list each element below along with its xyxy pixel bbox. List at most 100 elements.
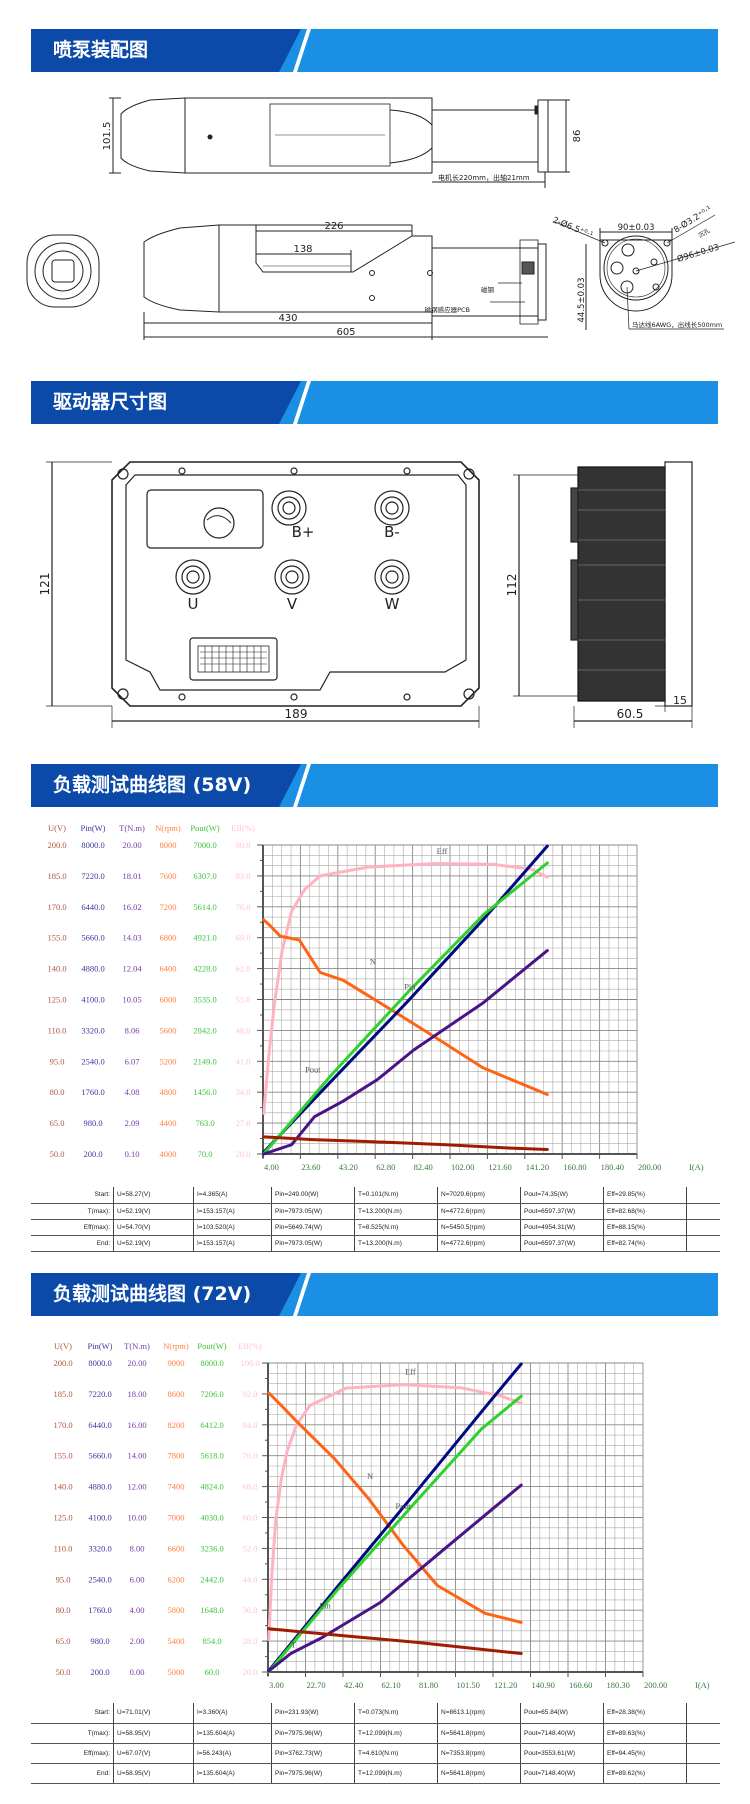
x-tick-label: 200.00 <box>644 1680 667 1690</box>
chart-grid <box>267 1362 644 1673</box>
curve-label: Eff <box>405 1367 416 1377</box>
table-cell: N=8613.1(rpm) <box>437 1703 521 1724</box>
table-cell: T=12.099(N.m) <box>354 1723 438 1744</box>
table-row: Start:U=71.01(V)I=3.360(A)Pin=231.93(W)T… <box>31 1703 720 1724</box>
y-tick-label: 6600 <box>168 1543 185 1553</box>
y-tick-label: 200.0 <box>83 1149 102 1159</box>
y-tick-label: 7000.0 <box>193 840 216 850</box>
y-tick-label: 4100.0 <box>81 995 104 1005</box>
table-cell-empty <box>686 1203 720 1220</box>
series-line-n <box>267 1391 523 1624</box>
axis-header-nrpm: N(rpm) <box>155 823 181 833</box>
table-cell: N=5450.5(rpm) <box>437 1219 521 1236</box>
section-title: 负载测试曲线图 (72V) <box>53 1283 252 1305</box>
y-tick-label: 84.0 <box>243 1420 258 1430</box>
y-tick-label: 5660.0 <box>81 933 104 943</box>
x-tick-label: 42.40 <box>344 1680 363 1690</box>
table-cell: T=13.200(N.m) <box>354 1235 438 1252</box>
y-tick-label: 2149.0 <box>193 1056 216 1066</box>
section-title: 负载测试曲线图 (58V) <box>53 774 252 796</box>
table-cell: Eff=94.45(%) <box>603 1743 687 1764</box>
y-tick-label: 8000.0 <box>81 840 104 850</box>
motor-note: 电机长220mm，出轴21mm <box>438 173 530 182</box>
dim-138-label: 138 <box>293 244 312 255</box>
dim-60-5-label: 60.5 <box>617 707 644 721</box>
wire-note: 马达线6AWG，出线长500mm <box>632 320 722 329</box>
series-line-eff <box>262 862 549 1115</box>
table-cell: Pout=7148.40(W) <box>520 1723 604 1744</box>
axis-header-pinw: Pin(W) <box>80 823 105 833</box>
y-tick-label: 68.0 <box>243 1482 258 1492</box>
y-tick-label: 7600 <box>160 871 177 881</box>
table-row: Start:U=58.27(V)I=4.365(A)Pin=249.00(W)T… <box>31 1187 720 1204</box>
table-cell: Pin=7973.05(W) <box>271 1235 355 1252</box>
y-tick-label: 10.05 <box>122 995 141 1005</box>
y-tick-label: 4800 <box>160 1087 177 1097</box>
y-tick-label: 0.00 <box>130 1667 145 1677</box>
table-cell: Pin=7975.96(W) <box>271 1723 355 1744</box>
y-tick-label: 20.0 <box>236 1149 251 1159</box>
dim-605-label: 605 <box>336 327 355 338</box>
y-tick-label: 18.00 <box>127 1389 146 1399</box>
y-tick-label: 14.00 <box>127 1451 146 1461</box>
pump-top-view <box>109 97 570 188</box>
x-tick-label: 180.40 <box>601 1162 624 1172</box>
table-cell: U=67.07(V) <box>113 1743 194 1764</box>
y-tick-label: 36.0 <box>243 1605 258 1615</box>
table-cell: U=52.19(V) <box>113 1235 194 1252</box>
x-tick-label: 43.20 <box>339 1162 358 1172</box>
y-tick-label: 7400 <box>168 1482 185 1492</box>
terminal-u-label: U <box>188 595 199 613</box>
series-line-pin <box>267 1362 523 1673</box>
x-tick-label: 180.30 <box>607 1680 630 1690</box>
table-cell: Pin=7975.96(W) <box>271 1763 355 1784</box>
y-tick-label: 60.0 <box>205 1667 220 1677</box>
row-label: Eff(max): <box>31 1219 114 1236</box>
y-tick-label: 2540.0 <box>81 1056 104 1066</box>
terminal-v-label: V <box>287 595 298 613</box>
table-cell: I=3.360(A) <box>193 1703 272 1724</box>
y-tick-label: 4.08 <box>125 1087 140 1097</box>
terminal-w <box>374 559 410 595</box>
series-line-n <box>262 918 549 1096</box>
table-row: T(max):U=58.95(V)I=135.604(A)Pin=7975.96… <box>31 1723 720 1744</box>
series-line-eff <box>267 1383 523 1642</box>
y-tick-label: 980.0 <box>83 1118 102 1128</box>
y-tick-label: 125.0 <box>47 995 66 1005</box>
y-tick-label: 65.0 <box>50 1118 65 1128</box>
x-tick-label: 23.60 <box>301 1162 320 1172</box>
pump-front-view <box>26 234 100 308</box>
x-tick-label: 102.00 <box>451 1162 474 1172</box>
y-tick-label: 12.04 <box>122 964 142 974</box>
x-tick-label: 22.70 <box>307 1680 326 1690</box>
table-cell: I=56.243(A) <box>193 1743 272 1764</box>
y-tick-label: 3535.0 <box>193 995 216 1005</box>
table-cell: Pin=3762.73(W) <box>271 1743 355 1764</box>
y-tick-label: 200.0 <box>90 1667 109 1677</box>
series-line-t <box>267 1483 523 1673</box>
y-tick-label: 6400 <box>160 964 177 974</box>
y-tick-label: 8000 <box>160 840 177 850</box>
x-tick-label: 101.50 <box>457 1680 480 1690</box>
dim-height-label: 101.5 <box>102 122 113 151</box>
dim-15-label: 15 <box>673 694 687 707</box>
y-tick-label: 70.0 <box>198 1149 213 1159</box>
y-tick-label: 7220.0 <box>88 1389 111 1399</box>
curve-label: Pin <box>319 1601 331 1611</box>
series-line-pin <box>262 844 549 1154</box>
x-tick-label: 3.00 <box>269 1680 284 1690</box>
table-cell: Pin=249.00(W) <box>271 1187 355 1204</box>
y-tick-label: 8.06 <box>125 1025 140 1035</box>
x-tick-label: 82.40 <box>414 1162 433 1172</box>
table-cell: N=5641.8(rpm) <box>437 1763 521 1784</box>
table-cell: N=4772.6(rpm) <box>437 1235 521 1252</box>
dim-112-label: 112 <box>505 574 519 597</box>
y-tick-label: 7206.0 <box>200 1389 223 1399</box>
y-tick-label: 3320.0 <box>81 1025 104 1035</box>
y-tick-label: 69.0 <box>236 933 251 943</box>
table-cell: Pin=7973.05(W) <box>271 1203 355 1220</box>
y-tick-label: 8600 <box>168 1389 185 1399</box>
table-cell-empty <box>686 1723 720 1744</box>
y-tick-label: 76.0 <box>236 902 251 912</box>
